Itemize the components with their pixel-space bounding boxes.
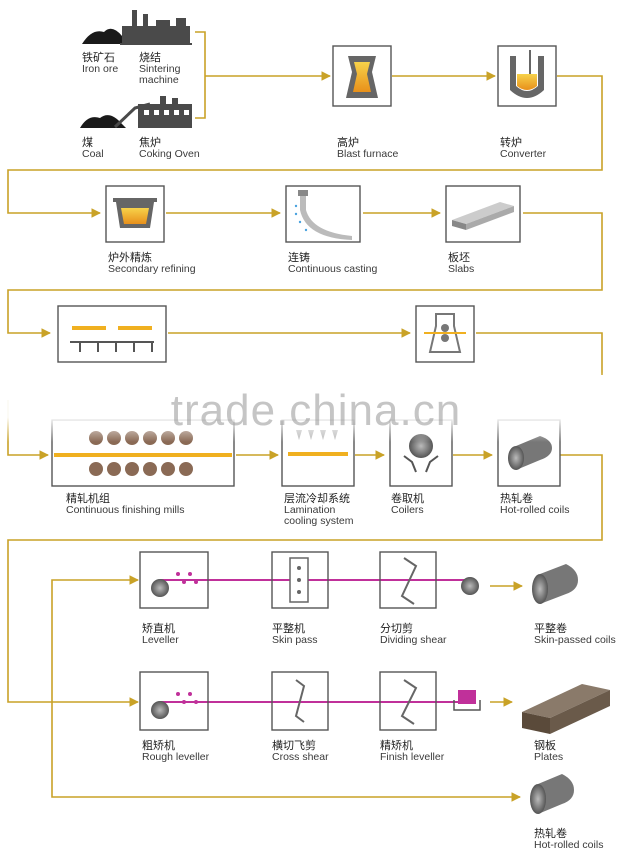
- label-en: Secondary refining: [108, 263, 196, 275]
- reheating-furnace-icon: [57, 305, 167, 363]
- label-en: Leveller: [142, 634, 179, 646]
- label-zh: 平整卷: [534, 623, 567, 635]
- label-en: Continuous casting: [288, 263, 378, 275]
- label-en: Converter: [500, 148, 547, 160]
- flow-lines: [7, 31, 603, 802]
- skin-passed-coil-icon: [532, 564, 578, 604]
- label-en: Cross shear: [272, 751, 329, 763]
- label-en: Finish leveller: [380, 751, 445, 763]
- label-en: Iron ore: [82, 63, 119, 75]
- label-en: Lamination: [284, 504, 336, 516]
- label-en-2: machine: [139, 74, 179, 86]
- coking-oven-icon: [80, 96, 192, 129]
- watermark: trade.china.cn: [170, 386, 462, 435]
- label-en: Plates: [534, 751, 564, 763]
- blast-furnace-icon: [332, 45, 392, 107]
- label-en-2: cooling system: [284, 515, 354, 527]
- label-zh: 铁矿石: [82, 52, 115, 64]
- label-en: Hot-rolled coils: [500, 504, 570, 516]
- finishing-line-1: [139, 551, 479, 609]
- label-zh: 粗矫机: [142, 740, 175, 752]
- label-zh: 煤: [82, 137, 93, 149]
- secondary-refining-icon: [105, 185, 165, 243]
- label-en: Rough leveller: [142, 751, 210, 763]
- label-zh: 精矫机: [380, 740, 413, 752]
- label-en: Continuous finishing mills: [66, 504, 185, 516]
- label-en: Hot-rolled coils: [534, 839, 604, 851]
- watermark-band: [0, 372, 632, 442]
- label-zh: 分切剪: [380, 623, 413, 635]
- label-zh: 转炉: [500, 137, 522, 149]
- label-en: Skin pass: [272, 634, 318, 646]
- label-zh: 热轧卷: [500, 493, 533, 505]
- finishing-line-2: [139, 671, 481, 731]
- label-zh: 精轧机组: [66, 493, 110, 505]
- label-zh: 钢板: [534, 740, 556, 752]
- sintering-plant-icon: [82, 10, 192, 45]
- label-zh: 连铸: [288, 252, 310, 264]
- label-zh: 热轧卷: [534, 828, 567, 840]
- label-en: Coking Oven: [139, 148, 200, 160]
- label-zh: 板坯: [448, 252, 470, 264]
- label-en: Coilers: [391, 504, 424, 516]
- plates-icon: [522, 684, 610, 734]
- converter-icon: [497, 45, 557, 107]
- label-zh: 矫直机: [142, 623, 175, 635]
- label-zh: 卷取机: [391, 493, 424, 505]
- label-zh: 焦炉: [139, 137, 161, 149]
- label-en: Skin-passed coils: [534, 634, 616, 646]
- label-en: Slabs: [448, 263, 475, 275]
- label-zh: 烧结: [139, 52, 161, 64]
- hot-rolled-coil-end-icon: [530, 774, 574, 814]
- rough-rolling-mill-icon: [415, 305, 475, 363]
- label-zh: 炉外精炼: [108, 252, 152, 264]
- label-zh: 层流冷却系统: [284, 493, 350, 505]
- label-en: Dividing shear: [380, 634, 447, 646]
- label-en: Blast furnace: [337, 148, 399, 160]
- label-en: Sintering: [139, 63, 181, 75]
- label-zh: 高炉: [337, 137, 359, 149]
- label-en: Coal: [82, 148, 104, 160]
- slabs-icon: [445, 185, 521, 243]
- label-zh: 平整机: [272, 623, 305, 635]
- continuous-casting-icon: [285, 185, 361, 243]
- label-zh: 横切飞剪: [272, 740, 316, 752]
